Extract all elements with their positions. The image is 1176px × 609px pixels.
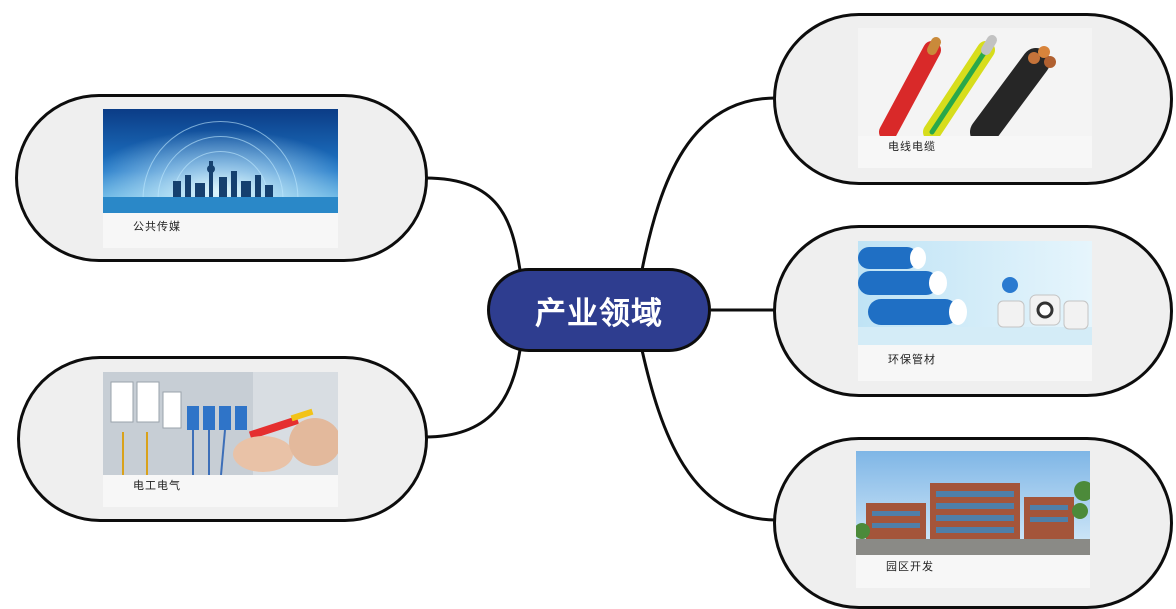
pvc-pipes-icon: [858, 241, 1092, 345]
connector-electrical: [424, 349, 522, 439]
node-label: 电线电缆: [888, 140, 936, 153]
electric-cables-icon: [858, 28, 1092, 136]
node-label: 环保管材: [888, 353, 936, 366]
node-label: 公共传媒: [133, 220, 181, 233]
card-electrical[interactable]: 电工电气: [103, 372, 338, 507]
node-label: 电工电气: [133, 479, 181, 492]
center-label: 产业领域: [535, 295, 663, 332]
connector-cable: [640, 96, 777, 271]
center-node[interactable]: 产业领域: [487, 268, 711, 352]
card-pipes[interactable]: 环保管材: [858, 241, 1092, 381]
card-public-media[interactable]: 公共传媒: [103, 109, 338, 248]
card-park[interactable]: 园区开发: [856, 451, 1090, 588]
card-cable[interactable]: 电线电缆: [858, 28, 1092, 168]
connector-media: [424, 176, 522, 271]
city-skyline-icon: [103, 109, 338, 213]
industrial-park-icon: [856, 451, 1090, 555]
electrician-wiring-icon: [103, 372, 338, 475]
connector-park: [640, 349, 777, 522]
node-label: 园区开发: [886, 560, 934, 573]
